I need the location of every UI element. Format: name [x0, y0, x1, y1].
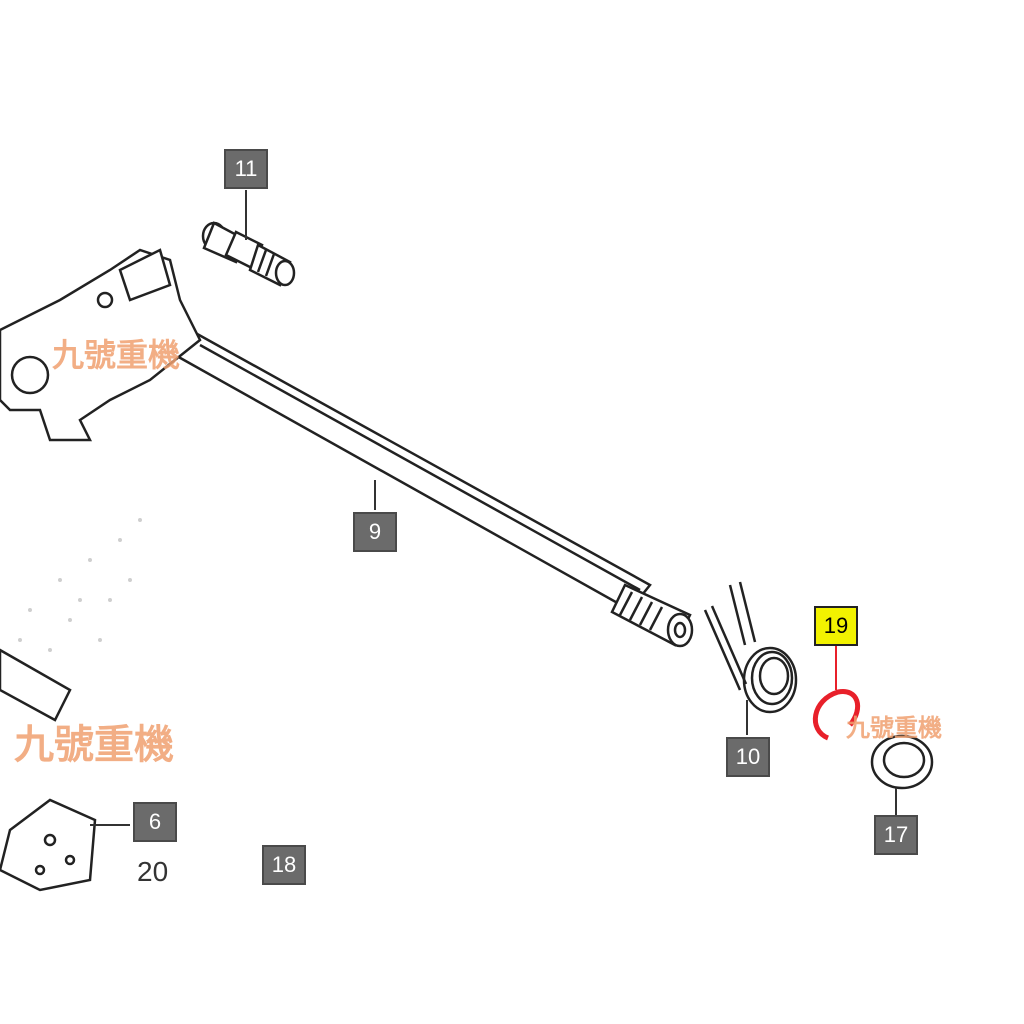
callout-10: 10	[726, 737, 770, 777]
watermark-2: 九號重機	[14, 722, 174, 768]
leader-lines	[90, 190, 897, 826]
speckle-texture	[18, 518, 142, 652]
callout-17: 17	[874, 815, 918, 855]
part-number-20: 20	[137, 856, 169, 887]
shift-shaft	[173, 328, 694, 648]
return-spring	[703, 581, 798, 714]
callout-9: 9	[353, 512, 397, 552]
callout-19-highlighted: 19	[814, 606, 858, 646]
watermark-1: 九號重機	[52, 336, 181, 374]
callout-18: 18	[262, 845, 306, 885]
callout-6: 6	[133, 802, 177, 842]
shift-arm	[0, 248, 202, 442]
callout-11: 11	[224, 149, 268, 189]
bolt	[201, 221, 296, 287]
circlip-highlighted	[812, 689, 861, 741]
watermark-3: 九號重機	[846, 714, 942, 742]
washer	[870, 734, 934, 790]
lower-left-parts	[0, 648, 97, 892]
